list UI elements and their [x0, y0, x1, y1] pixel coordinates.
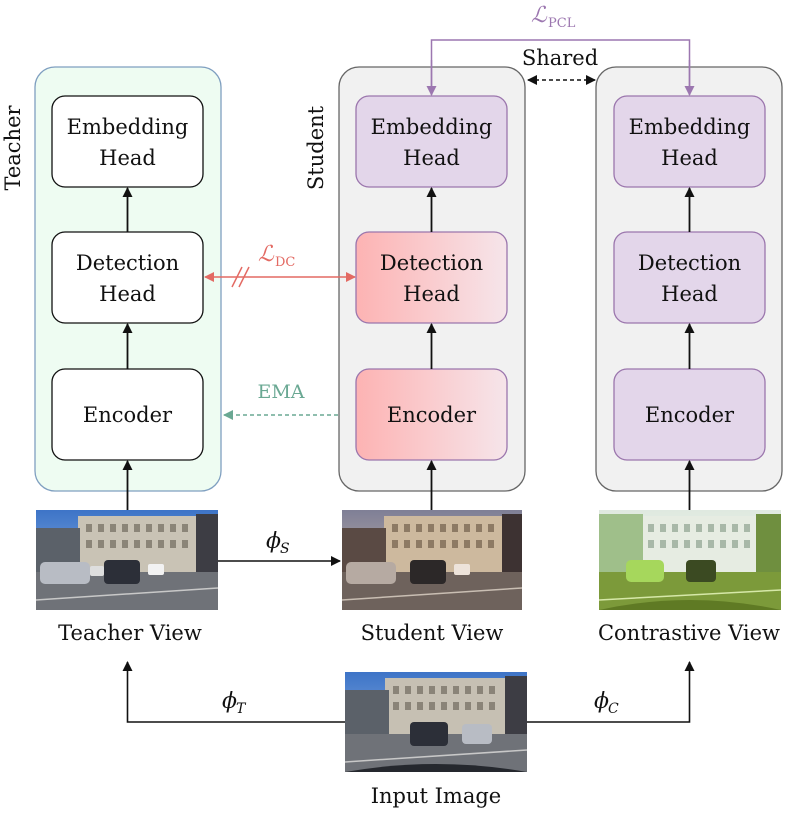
- teacher-side-label: Teacher: [1, 105, 25, 191]
- dc-connector: ℒ DC: [204, 242, 356, 288]
- phi-s-symbol: ϕ: [266, 529, 281, 554]
- teacher-view-label: Teacher View: [58, 621, 202, 645]
- student-embedding-line2: Head: [403, 146, 460, 170]
- input-image: [344, 672, 528, 772]
- contrastive-encoder: Encoder: [613, 368, 766, 461]
- ema-label: EMA: [257, 381, 304, 403]
- contrastive-view-image: [598, 510, 782, 610]
- ema-connector: EMA: [223, 381, 338, 420]
- contrastive-encoder-label: Encoder: [645, 403, 735, 427]
- student-detection-line1: Detection: [380, 251, 483, 275]
- dc-subscript: DC: [275, 255, 295, 270]
- phi-s-connector: ϕ S: [218, 529, 341, 566]
- phi-t-symbol: ϕ: [222, 689, 237, 714]
- teacher-detection-head: Detection Head: [51, 231, 204, 324]
- pcl-subscript: PCL: [548, 16, 576, 31]
- student-encoder: Encoder: [355, 368, 508, 461]
- teacher-embedding-line2: Head: [99, 146, 156, 170]
- vertical-flow-arrows: [122, 187, 695, 510]
- contrastive-embedding-head: Embedding Head: [613, 95, 766, 188]
- student-detection-head: Detection Head: [355, 231, 508, 324]
- phi-s-subscript: S: [280, 541, 290, 557]
- phi-t-subscript: T: [236, 701, 247, 717]
- teacher-view-image: [35, 510, 219, 610]
- input-image-label: Input Image: [371, 784, 502, 808]
- contrastive-detection-line1: Detection: [638, 251, 741, 275]
- phi-c-subscript: C: [608, 701, 619, 717]
- teacher-encoder: Encoder: [51, 368, 204, 461]
- teacher-detection-line2: Head: [99, 282, 156, 306]
- pcl-symbol: ℒ: [531, 3, 548, 28]
- shared-label: Shared: [522, 46, 598, 70]
- contrastive-detection-head: Detection Head: [613, 231, 766, 324]
- student-detection-line2: Head: [403, 282, 460, 306]
- student-view-label: Student View: [361, 621, 504, 645]
- teacher-encoder-label: Encoder: [83, 403, 173, 427]
- student-embedding-head: Embedding Head: [355, 95, 508, 188]
- student-view-image: [341, 510, 523, 610]
- shared-connector: Shared: [522, 46, 598, 85]
- teacher-embedding-head: Embedding Head: [51, 95, 204, 188]
- dc-symbol: ℒ: [258, 242, 275, 267]
- contrastive-embedding-line2: Head: [661, 146, 718, 170]
- pcl-connector: ℒ PCL: [426, 3, 695, 96]
- teacher-detection-line1: Detection: [76, 251, 179, 275]
- student-encoder-label: Encoder: [387, 403, 477, 427]
- phi-t-connector: ϕ T: [122, 661, 345, 723]
- teacher-embedding-line1: Embedding: [67, 115, 189, 139]
- student-side-label: Student: [304, 105, 328, 190]
- student-embedding-line1: Embedding: [371, 115, 493, 139]
- phi-c-symbol: ϕ: [594, 689, 609, 714]
- phi-c-connector: ϕ C: [527, 661, 695, 723]
- contrastive-view-label: Contrastive View: [598, 621, 780, 645]
- contrastive-embedding-line1: Embedding: [629, 115, 751, 139]
- contrastive-detection-line2: Head: [661, 282, 718, 306]
